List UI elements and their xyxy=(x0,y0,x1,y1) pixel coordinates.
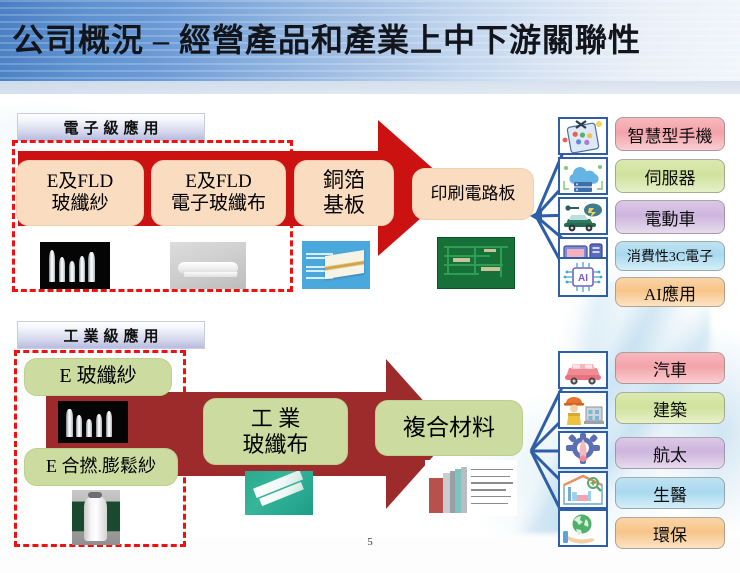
product-label-line1: 複合材料 xyxy=(403,415,495,441)
product-label-line1: E及FLD xyxy=(185,170,252,192)
application-chip-biomedical[interactable]: 生醫 xyxy=(615,477,725,509)
aerospace-icon xyxy=(558,431,608,469)
product-label-line1: E 合撚.膨鬆紗 xyxy=(46,456,156,477)
product-box-e-fld-cloth[interactable]: E及FLD 電子玻纖布 xyxy=(151,160,286,226)
smartphone-icon xyxy=(558,117,608,155)
product-label-line1: E及FLD xyxy=(46,170,114,192)
glass-fiber-yarn-photo xyxy=(40,242,110,289)
application-chip-smartphone[interactable]: 智慧型手機 xyxy=(615,117,725,151)
svg-text:AI: AI xyxy=(578,273,588,284)
application-chip-aerospace[interactable]: 航太 xyxy=(615,437,725,469)
application-chip-construction[interactable]: 建築 xyxy=(615,392,725,424)
bulked-yarn-bobbin-photo xyxy=(72,490,120,545)
application-chip-consumer-3c[interactable]: 消費性3C電子 xyxy=(615,241,725,271)
copper-clad-laminate-photo xyxy=(302,241,370,289)
product-label-line1: 工 業 xyxy=(250,405,301,431)
printed-circuit-board-photo xyxy=(437,237,515,289)
composite-material-photo xyxy=(425,460,517,516)
biomedical-icon xyxy=(558,471,608,509)
product-box-e-fld-yarn[interactable]: E及FLD 玻纖紗 xyxy=(16,160,144,226)
product-label-line1: E 玻纖紗 xyxy=(59,365,137,388)
product-label-line1: 印刷電路板 xyxy=(430,183,516,203)
electronic-glass-cloth-photo xyxy=(170,242,246,289)
section-label-industrial: 工業級應用 xyxy=(17,321,205,349)
product-label-line1: 銅箔 xyxy=(323,168,365,193)
title-banner: 公司概況 – 經營產品和產業上中下游關聯性 xyxy=(0,0,740,94)
page-title: 公司概況 – 經營產品和產業上中下游關聯性 xyxy=(12,22,642,58)
construction-worker-icon xyxy=(558,391,608,429)
environment-icon xyxy=(558,509,608,547)
product-label-line2: 玻纖布 xyxy=(242,431,309,457)
application-chip-server[interactable]: 伺服器 xyxy=(615,159,725,193)
product-label-line2: 電子玻纖布 xyxy=(170,193,266,214)
e-glass-yarn-photo xyxy=(58,401,128,443)
product-box-composite-material[interactable]: 複合材料 xyxy=(375,400,523,456)
product-box-e-glass-yarn[interactable]: E 玻纖紗 xyxy=(24,358,172,396)
industrial-glass-cloth-photo xyxy=(245,471,313,515)
product-box-printed-circuit-board[interactable]: 印刷電路板 xyxy=(412,168,534,220)
car-icon xyxy=(558,351,608,389)
electric-car-icon xyxy=(558,197,608,235)
section-label-electronic: 電子級應用 xyxy=(17,113,205,141)
application-chip-ai[interactable]: AI應用 xyxy=(615,277,725,307)
server-cloud-icon xyxy=(558,157,608,195)
application-chip-environment[interactable]: 環保 xyxy=(615,517,725,549)
product-box-industrial-glass-cloth[interactable]: 工 業 玻纖布 xyxy=(203,398,348,465)
product-label-line2: 玻纖紗 xyxy=(51,193,109,214)
page-number: 5 xyxy=(367,536,373,548)
ai-chip-icon: AI xyxy=(558,257,608,297)
product-label-line2: 基板 xyxy=(323,193,365,217)
product-box-copper-clad-laminate[interactable]: 銅箔 基板 xyxy=(294,160,394,226)
product-box-bulked-yarn[interactable]: E 合撚.膨鬆紗 xyxy=(24,448,178,486)
application-chip-automotive[interactable]: 汽車 xyxy=(615,352,725,384)
application-chip-ev[interactable]: 電動車 xyxy=(615,200,725,234)
